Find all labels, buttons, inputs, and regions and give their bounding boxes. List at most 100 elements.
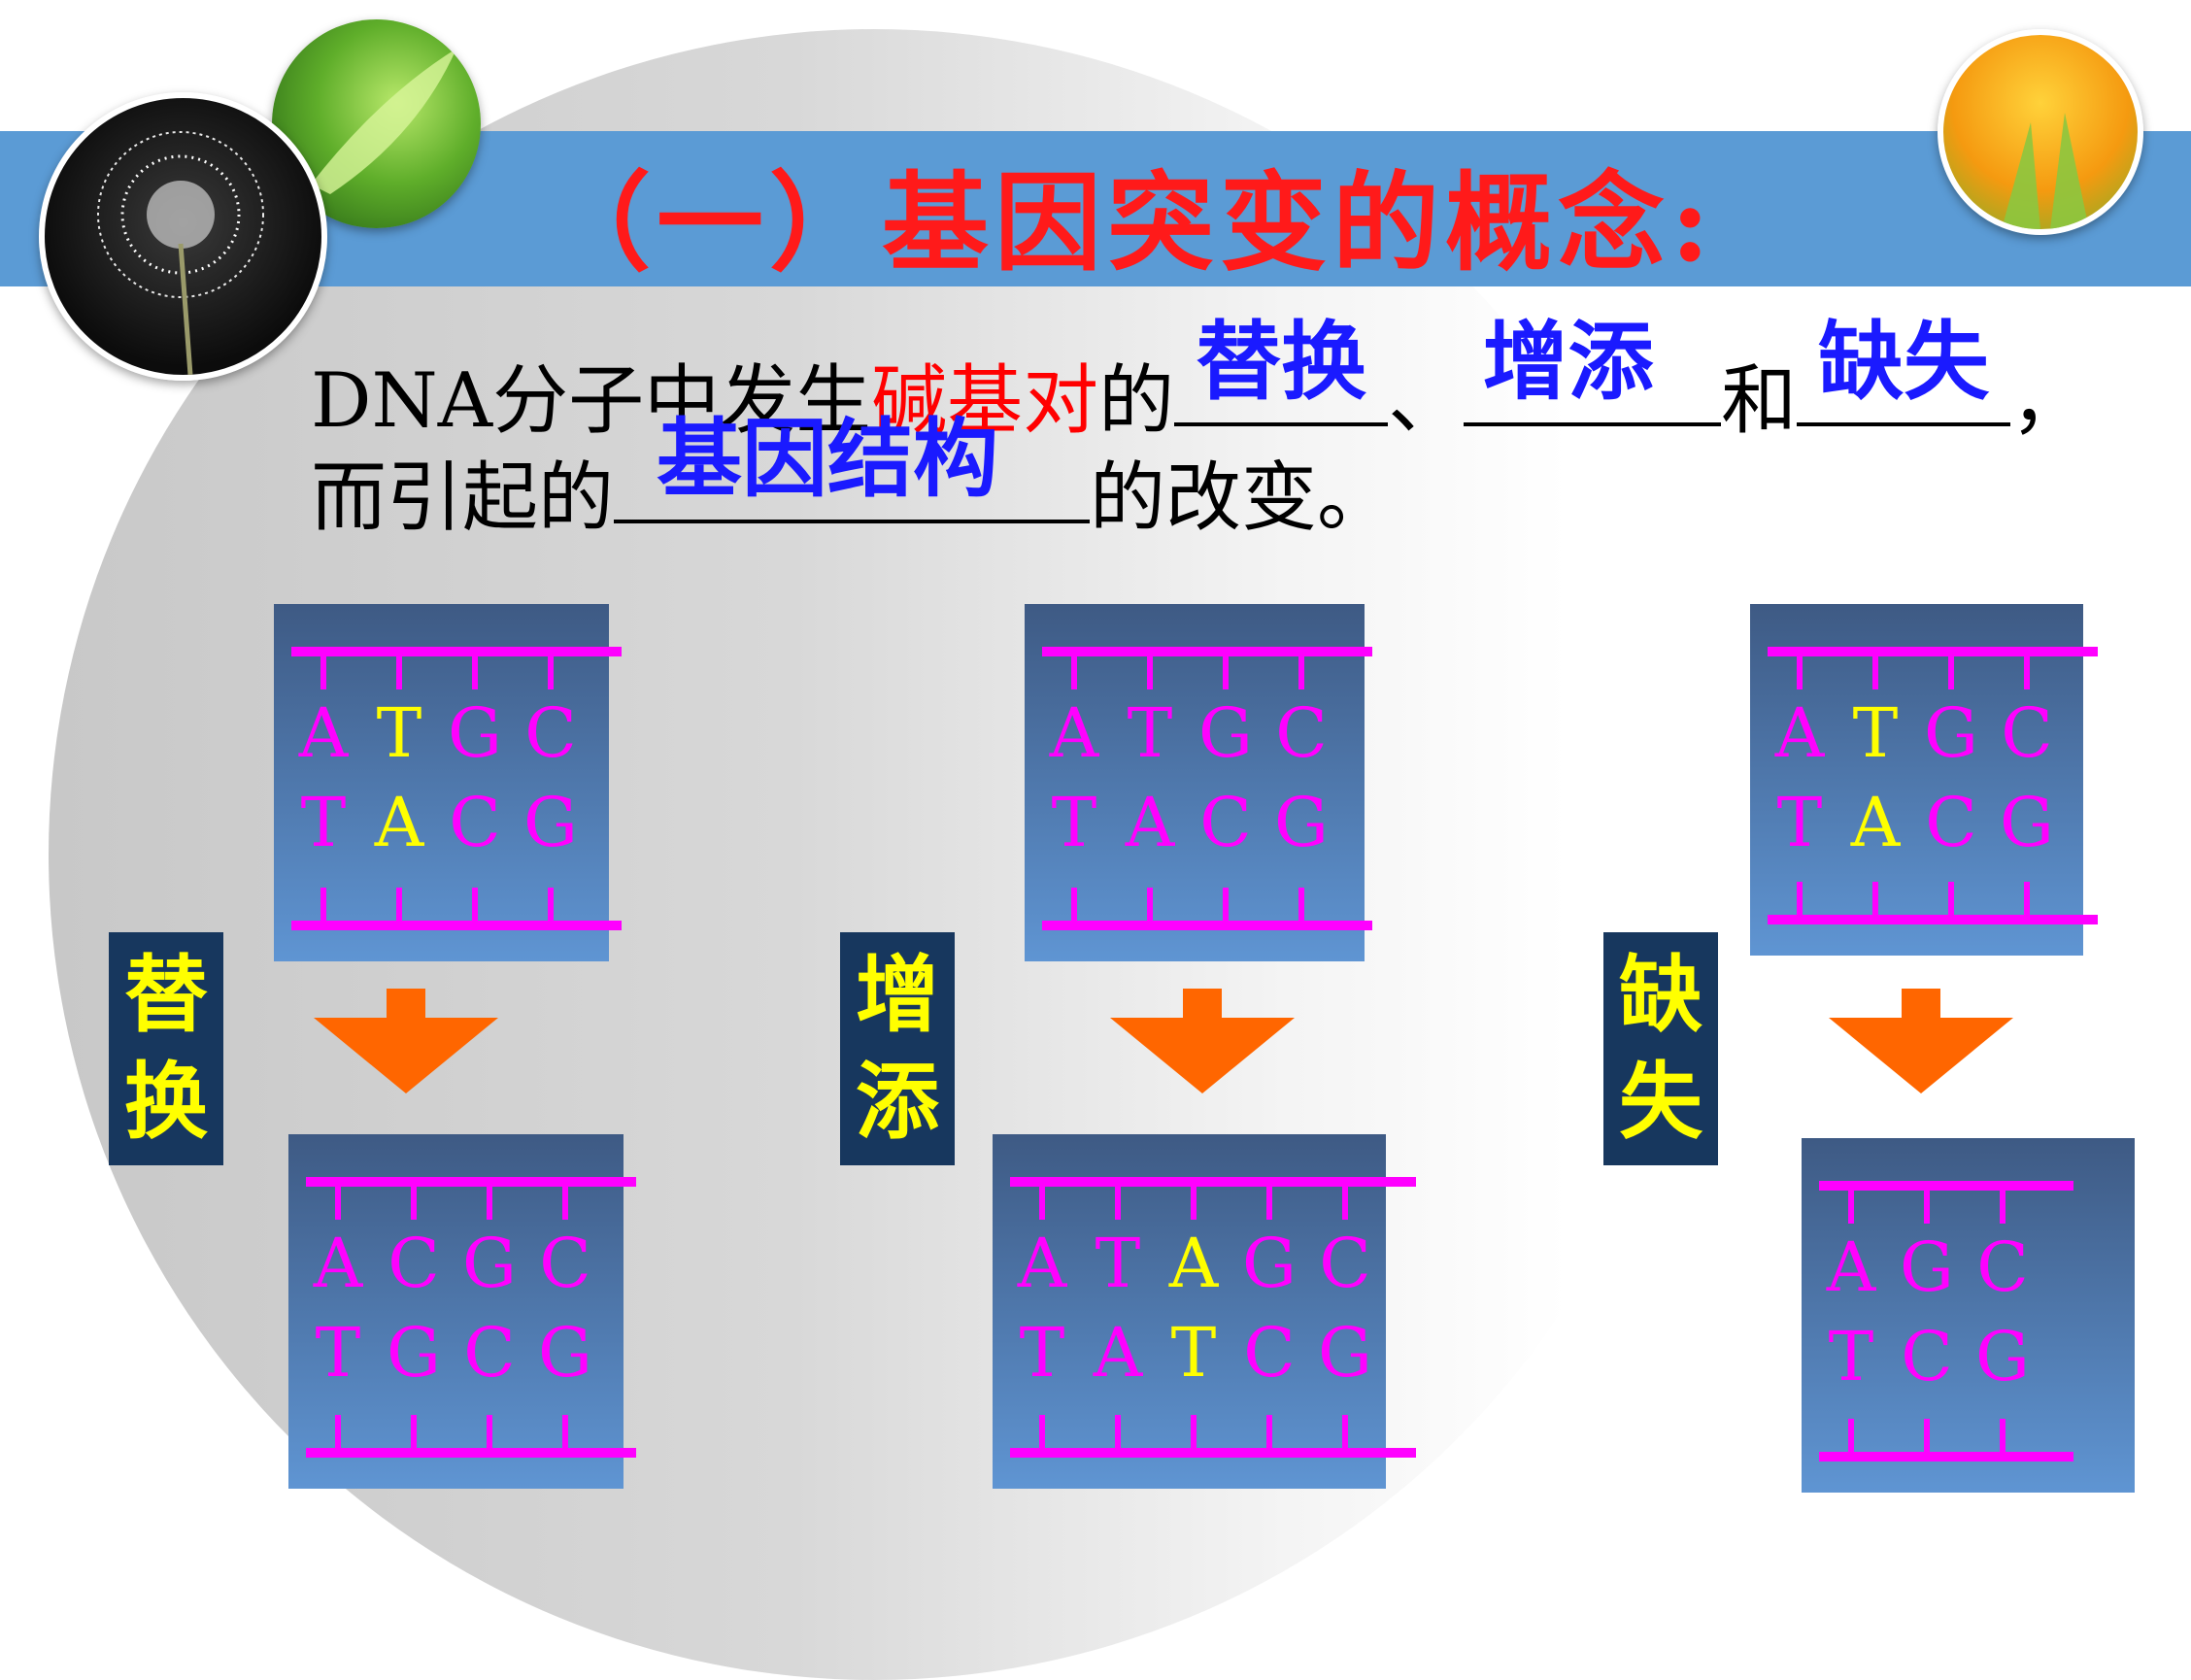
strand-bottom-tick	[1223, 888, 1229, 921]
strand-top-tick	[1223, 656, 1229, 689]
base-bottom: C	[463, 1313, 516, 1393]
base-top: C	[1976, 1227, 2029, 1307]
text-line2-suffix: 的改变。	[1090, 454, 1394, 542]
strand-bottom-tick	[1948, 882, 1954, 915]
strand-bottom-tick	[1924, 1419, 1930, 1452]
answer-3: 缺失	[1818, 311, 1990, 412]
blank-4: 基因结构	[614, 408, 1091, 523]
strand-bottom-tick	[472, 888, 478, 921]
base-bottom: T	[1776, 783, 1823, 862]
tulip-photo	[1938, 29, 2143, 235]
strand-bottom-tick	[1848, 1419, 1854, 1452]
strand-top-tick	[1147, 656, 1153, 689]
base-top: C	[524, 693, 577, 773]
base-top: G	[1198, 693, 1253, 773]
strand-top-tick	[1071, 656, 1077, 689]
definition-line-2: 而引起的基因结构的改变。	[311, 408, 1394, 546]
base-top: G	[1900, 1227, 1954, 1307]
strand-bottom-rail	[1768, 915, 2098, 924]
strand-bottom-tick	[320, 888, 326, 921]
sep-3: ，	[2010, 357, 2087, 445]
label-char: 添	[856, 1053, 939, 1151]
strand-top-rail	[306, 1177, 636, 1187]
base-top: T	[376, 693, 422, 773]
strand-top-tick	[2024, 656, 2030, 689]
strand-bottom-tick	[1266, 1415, 1272, 1448]
strand-top-tick	[487, 1187, 492, 1220]
base-top: T	[1852, 693, 1899, 773]
strand-top-rail	[1819, 1181, 2073, 1191]
strand-bottom-tick	[411, 1415, 417, 1448]
strand-top-tick	[1797, 656, 1803, 689]
base-bottom: T	[1828, 1317, 1874, 1396]
strand-top-tick	[1948, 656, 1954, 689]
base-top: G	[1924, 693, 1978, 773]
text-line2-prefix: 而引起的	[311, 454, 615, 542]
base-bottom: T	[300, 783, 347, 862]
base-bottom: G	[1975, 1317, 2030, 1396]
sep-1: 、	[1388, 357, 1465, 445]
definition-line-1: DNA分子中发生碱基对的替换、增添和缺失，	[311, 311, 2087, 449]
base-bottom: G	[1318, 1313, 1372, 1393]
base-top: G	[448, 693, 502, 773]
strand-top-rail	[291, 647, 622, 656]
base-bottom: C	[1243, 1313, 1296, 1393]
base-top: G	[462, 1224, 517, 1303]
down-arrow-icon	[1824, 989, 2018, 1099]
down-arrow-icon	[1105, 989, 1299, 1099]
base-top: A	[313, 1224, 363, 1303]
base-top: A	[1049, 693, 1099, 773]
strand-top-rail	[1010, 1177, 1416, 1187]
strand-bottom-tick	[1342, 1415, 1348, 1448]
base-top: C	[1275, 693, 1328, 773]
strand-bottom-rail	[1010, 1448, 1416, 1458]
base-top: A	[1774, 693, 1825, 773]
base-top: A	[1168, 1224, 1219, 1303]
strand-top-rail	[1768, 647, 2098, 656]
strand-bottom-tick	[1115, 1415, 1121, 1448]
base-bottom: A	[1125, 783, 1175, 862]
answer-2: 增添	[1482, 311, 1654, 412]
strand-bottom-tick	[2024, 882, 2030, 915]
base-bottom: G	[2000, 783, 2054, 862]
base-bottom: G	[523, 783, 578, 862]
strand-top-tick	[548, 656, 554, 689]
strand-bottom-rail	[306, 1448, 636, 1458]
strand-bottom-tick	[1071, 888, 1077, 921]
sep-2: 和	[1721, 357, 1798, 445]
mutation-type-label-0: 替换	[109, 932, 223, 1165]
tulip-icon	[2002, 113, 2089, 229]
base-top: A	[1826, 1227, 1876, 1307]
leaf-icon	[311, 49, 456, 194]
text-highlight: 碱基对	[871, 357, 1099, 445]
label-char: 替	[124, 946, 208, 1044]
base-bottom: T	[1170, 1313, 1217, 1393]
strand-top-rail	[1042, 647, 1372, 656]
blank-3: 缺失	[1797, 311, 2011, 426]
strand-top-tick	[472, 656, 478, 689]
strand-top-tick	[562, 1187, 568, 1220]
base-top: C	[539, 1224, 591, 1303]
page-title: （一）基因突变的概念:	[544, 160, 1716, 286]
base-bottom: C	[1199, 783, 1252, 862]
strand-top-tick	[1115, 1187, 1121, 1220]
text-mid: 的	[1098, 357, 1175, 445]
base-bottom: G	[538, 1313, 592, 1393]
label-char: 增	[856, 946, 939, 1044]
base-top: A	[1017, 1224, 1067, 1303]
mutation-type-label-1: 增添	[840, 932, 955, 1165]
label-char: 换	[124, 1053, 208, 1151]
strand-bottom-tick	[396, 888, 402, 921]
base-bottom: A	[374, 783, 424, 862]
strand-bottom-tick	[1797, 882, 1803, 915]
base-bottom: T	[1051, 783, 1097, 862]
base-top: T	[1095, 1224, 1141, 1303]
strand-bottom-rail	[1819, 1452, 2073, 1462]
label-char: 失	[1619, 1053, 1702, 1151]
strand-top-tick	[320, 656, 326, 689]
strand-bottom-tick	[1872, 882, 1878, 915]
strand-bottom-tick	[548, 888, 554, 921]
